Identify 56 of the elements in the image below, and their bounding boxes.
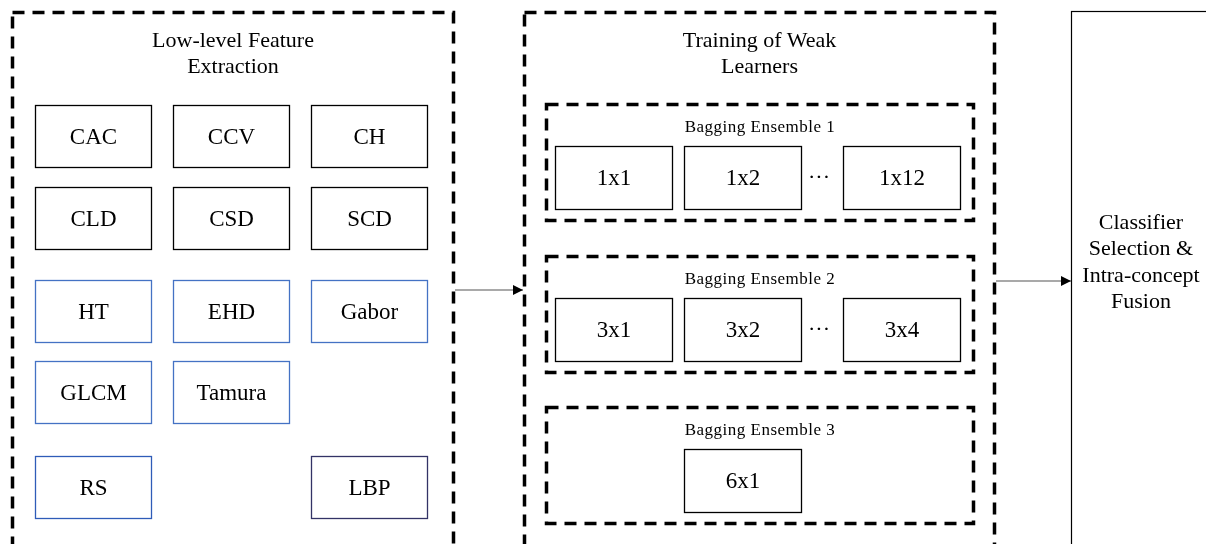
feature-box [35,361,152,424]
feature-box [311,280,428,343]
feature-box [35,280,152,343]
feature-label: 3x4 [883,316,921,344]
feature-label: CH [352,122,387,151]
ensemble-group [545,103,975,222]
feature-label: LBP [347,473,392,502]
feature-box [35,187,152,250]
group-title: Bagging Ensemble 1 [683,117,837,138]
feature-label: Tamura [195,378,268,407]
feature-box [684,146,802,210]
feature-box [684,298,802,362]
feature-box [311,456,428,519]
stage-panel [11,11,455,544]
arrow [454,285,524,295]
feature-box [843,146,961,210]
stage-title: Classifier Selection & Intra-concept Fusion [1081,209,1201,315]
feature-label: 1x2 [724,164,762,192]
ensemble-group [545,255,975,374]
feature-label: EHD [206,297,257,326]
process-box [1071,11,1206,544]
feature-label: CLD [69,204,118,233]
feature-box [173,361,290,424]
feature-box [843,298,961,362]
feature-label: 1x1 [595,164,633,192]
feature-box [173,105,290,168]
feature-label: 3x2 [724,316,762,344]
stage-title: Low-level Feature Extraction [151,27,315,80]
feature-box [555,146,673,210]
ellipsis-text: ··· [808,166,830,188]
feature-label: GLCM [59,378,128,407]
stage-title: Training of Weak Learners [681,27,838,80]
arrow [995,276,1072,286]
feature-box [311,187,428,250]
feature-label: CAC [68,122,119,151]
feature-label: CCV [206,122,257,151]
feature-box [311,105,428,168]
group-title: Bagging Ensemble 2 [683,269,837,290]
group-title: Bagging Ensemble 3 [683,420,837,441]
ensemble-group [545,406,975,525]
feature-label: HT [77,297,110,326]
feature-label: Gabor [339,297,400,326]
feature-label: 3x1 [595,316,633,344]
ellipsis-text: ··· [808,318,830,340]
feature-box [173,280,290,343]
feature-box [555,298,673,362]
feature-box [35,105,152,168]
feature-label: CSD [208,204,255,233]
feature-label: SCD [346,204,393,233]
feature-box [35,456,152,519]
feature-label: 6x1 [724,467,762,495]
feature-box [684,449,802,513]
feature-label: RS [78,473,109,502]
stage-panel [523,11,996,544]
feature-box [173,187,290,250]
feature-label: 1x12 [878,164,926,192]
